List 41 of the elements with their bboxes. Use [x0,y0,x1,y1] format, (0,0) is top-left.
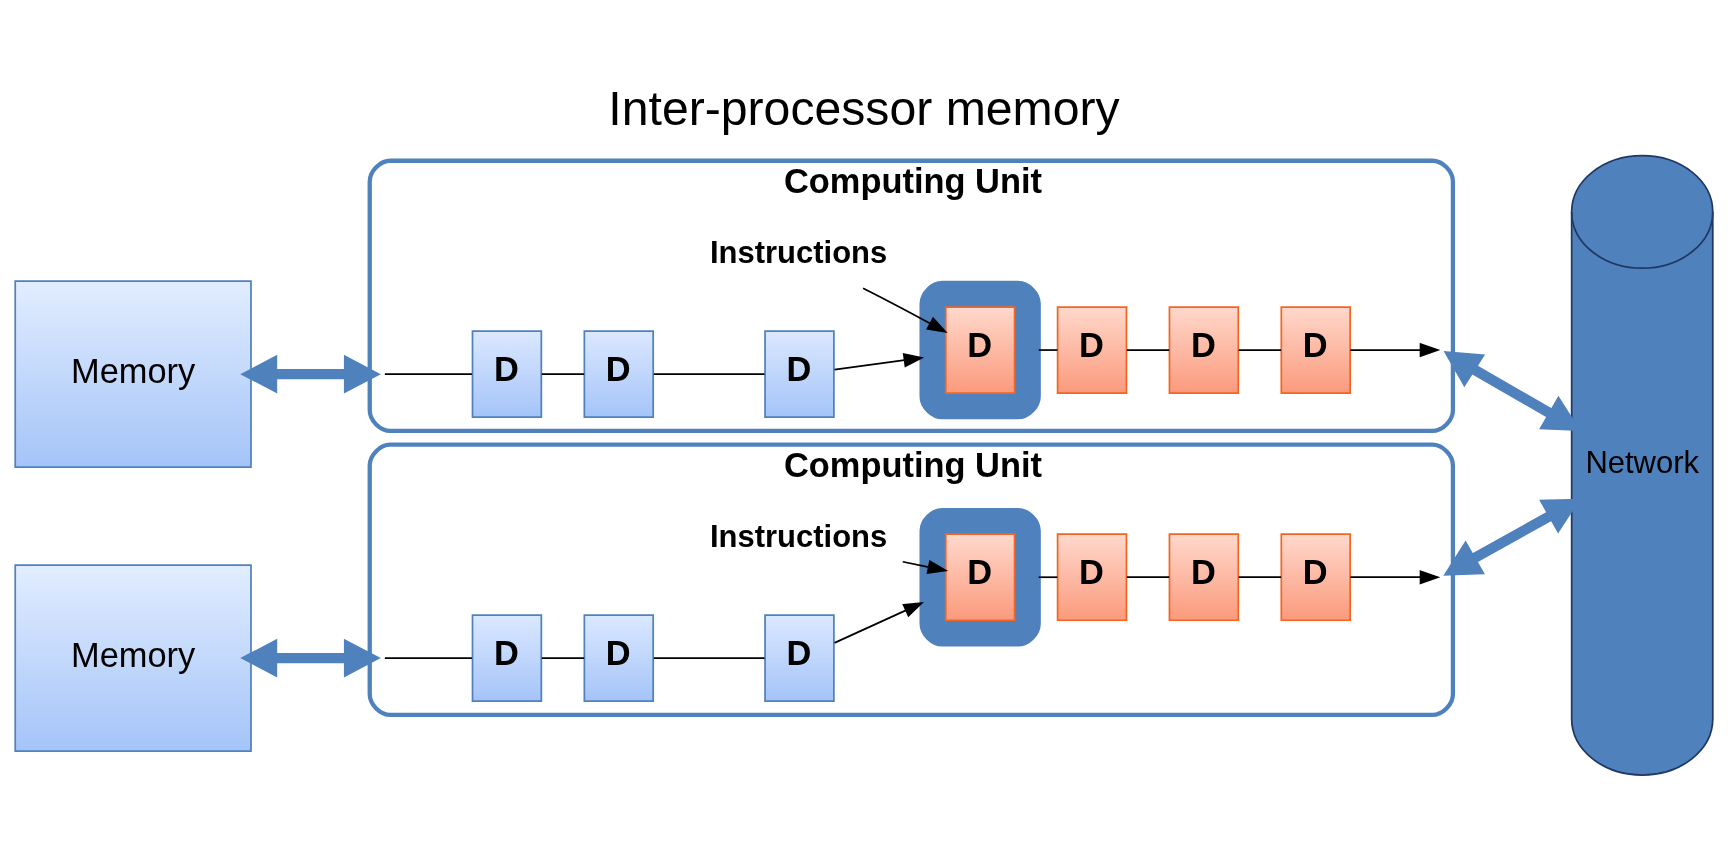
node-box: D [1056,306,1128,394]
cluster [919,507,1041,647]
connector [1237,349,1282,351]
arrow [901,559,949,574]
arrow [1349,342,1441,358]
node-box: D [1280,533,1351,622]
arrow [833,353,925,371]
node-box: Memory [14,280,252,468]
connector [1037,576,1059,579]
diagram-title: Inter-processor memory [608,81,1120,136]
arrow [833,602,924,644]
arrow [1349,569,1441,585]
node-box: D [764,330,835,419]
connector [1037,349,1059,351]
node-box: D [764,614,835,702]
node-box: D [1056,533,1128,622]
node-box: D [583,330,655,419]
node-box: D [944,306,1016,394]
connector [652,373,766,375]
connector [1126,576,1171,579]
connector [652,657,766,659]
node-box: D [471,330,543,419]
connector [540,657,585,659]
node-box: D [944,533,1016,622]
node-text: Instructions [709,234,888,270]
node-text: Instructions [709,518,888,554]
connector [1126,349,1171,351]
node-box: D [1280,306,1351,394]
connector [1237,576,1282,579]
node-box: D [1168,533,1240,622]
node-box: D [1168,306,1240,394]
arrow [240,354,381,394]
cluster [919,280,1041,420]
node-box: D [471,614,543,702]
arrow [862,287,948,333]
connector [540,373,585,375]
connector [383,657,473,659]
connector [383,373,473,375]
node-box: Memory [14,564,252,752]
node-box: D [583,614,655,702]
arrow [240,638,381,678]
